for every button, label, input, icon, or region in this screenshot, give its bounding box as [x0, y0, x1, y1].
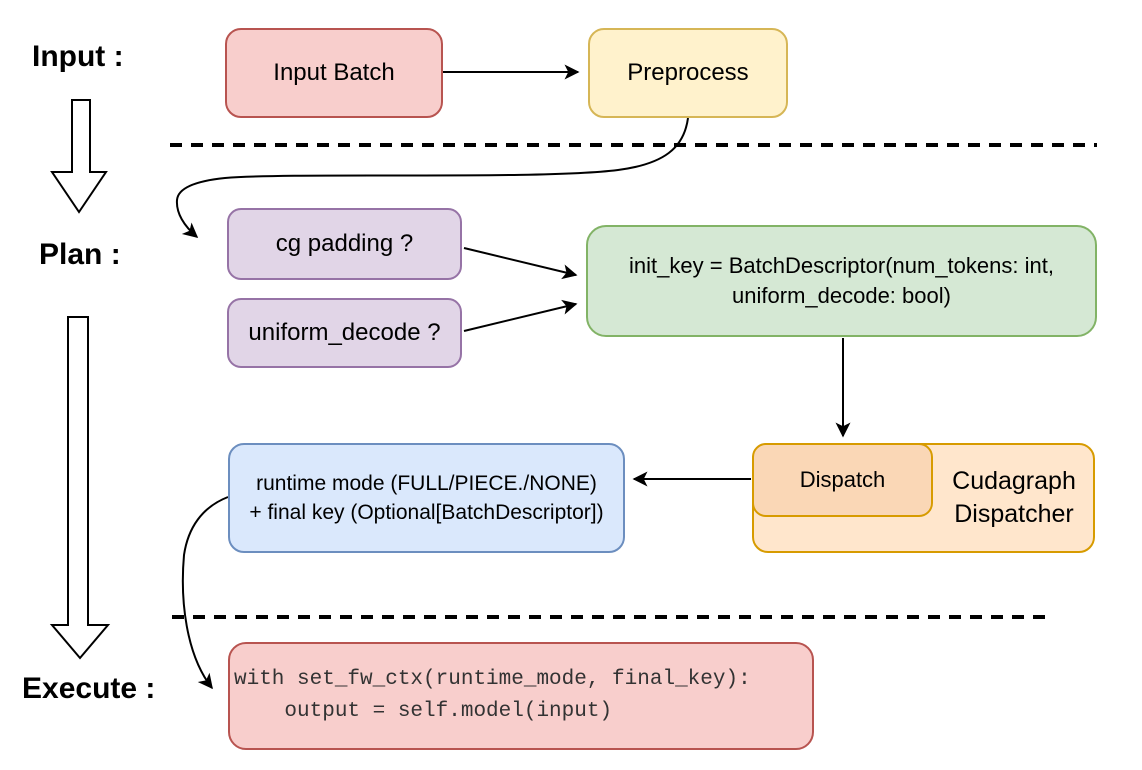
node-cg-padding: cg padding ?	[227, 208, 462, 280]
node-cudagraph-dispatcher-label: Cudagraph Dispatcher	[933, 443, 1095, 553]
edge-runtime-result-to-execute-code	[181, 496, 229, 690]
node-input-batch: Input Batch	[225, 28, 443, 118]
node-init-key-line2: uniform_decode: bool)	[732, 283, 951, 308]
node-dispatch: Dispatch	[752, 443, 933, 517]
node-cg-padding-label: cg padding ?	[275, 230, 414, 257]
node-runtime-result-line1: runtime mode (FULL/PIECE./NONE)	[256, 472, 597, 495]
stage-arrow-input-to-plan	[50, 99, 108, 214]
stage-label-execute: Execute :	[22, 672, 156, 705]
node-runtime-result-line2: + final key (Optional[BatchDescriptor])	[249, 501, 604, 524]
node-init-key: init_key = BatchDescriptor(num_tokens: i…	[586, 225, 1097, 337]
node-preprocess-label: Preprocess	[627, 59, 749, 86]
node-uniform-decode: uniform_decode ?	[227, 298, 462, 368]
node-execute-code-line2: output = self.model(input)	[234, 700, 613, 723]
edge-preprocess-to-cg-padding	[175, 117, 689, 238]
node-preprocess: Preprocess	[588, 28, 788, 118]
node-execute-code-line1: with set_fw_ctx(runtime_mode, final_key)…	[234, 668, 751, 691]
stage-label-input: Input :	[32, 40, 124, 73]
node-runtime-result: runtime mode (FULL/PIECE./NONE) + final …	[228, 443, 625, 553]
node-dispatch-label: Dispatch	[799, 467, 886, 492]
edge-uniform-decode-to-init-key	[463, 299, 578, 332]
stage-arrow-plan-to-execute	[49, 316, 111, 660]
stage-label-plan: Plan :	[39, 238, 121, 271]
cudagraph-label-line2: Dispatcher	[954, 500, 1074, 528]
node-input-batch-label: Input Batch	[273, 59, 395, 86]
node-init-key-line1: init_key = BatchDescriptor(num_tokens: i…	[629, 253, 1054, 278]
cudagraph-label-line1: Cudagraph	[952, 467, 1076, 495]
edge-cg-padding-to-init-key	[463, 247, 578, 280]
node-execute-code: with set_fw_ctx(runtime_mode, final_key)…	[228, 642, 814, 750]
node-uniform-decode-label: uniform_decode ?	[248, 319, 441, 346]
